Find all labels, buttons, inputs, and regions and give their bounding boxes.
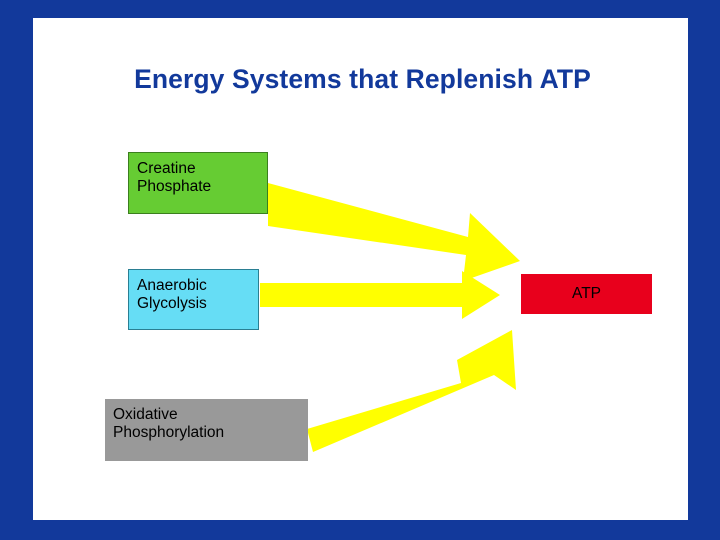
node-creatine-phosphate[interactable]: Creatine Phosphate bbox=[128, 152, 268, 214]
frame-border-bottom bbox=[0, 520, 720, 540]
frame-border-left bbox=[0, 0, 33, 540]
node-anaerobic-glycolysis[interactable]: Anaerobic Glycolysis bbox=[128, 269, 259, 330]
node-oxidative-phosphorylation-line1: Oxidative bbox=[113, 406, 178, 423]
node-anaerobic-glycolysis-line2: Glycolysis bbox=[137, 295, 207, 313]
node-atp[interactable]: ATP bbox=[521, 274, 652, 314]
frame-border-right bbox=[688, 0, 720, 540]
node-creatine-phosphate-line1: Creatine bbox=[137, 160, 196, 177]
node-atp-label: ATP bbox=[572, 284, 601, 302]
node-anaerobic-glycolysis-line1: Anaerobic bbox=[137, 277, 207, 294]
node-oxidative-phosphorylation[interactable]: Oxidative Phosphorylation bbox=[105, 399, 308, 461]
frame-border-top bbox=[0, 0, 720, 18]
node-oxidative-phosphorylation-line2: Phosphorylation bbox=[113, 424, 225, 442]
page-title: Energy Systems that Replenish ATP bbox=[134, 64, 591, 94]
node-creatine-phosphate-line2: Phosphate bbox=[137, 178, 212, 196]
